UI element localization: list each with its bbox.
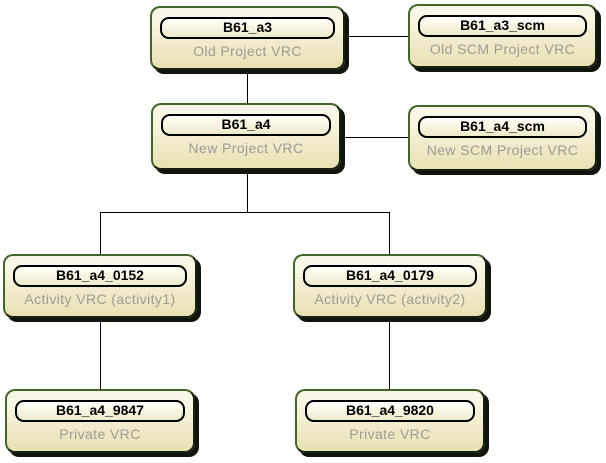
connector-a3-to-a3scm [345, 36, 408, 37]
connector-branch-to-activity2 [389, 212, 390, 256]
node-subtitle: Private VRC [59, 426, 141, 442]
node-title-pill: B61_a4_9847 [15, 400, 185, 422]
node-title: B61_a4_9847 [56, 402, 144, 418]
node-title: B61_a3 [222, 19, 273, 35]
connector-a4-branch-stem [247, 170, 248, 213]
node-title: B61_a4_0179 [346, 267, 434, 283]
node-private-vrc-1: B61_a4_9847 Private VRC [5, 389, 195, 453]
node-old-project-vrc: B61_a3 Old Project VRC [150, 6, 345, 70]
node-subtitle: Private VRC [349, 426, 431, 442]
node-title: B61_a3_scm [460, 17, 545, 33]
node-new-scm-project-vrc: B61_a4_scm New SCM Project VRC [408, 105, 597, 171]
node-title: B61_a4 [221, 116, 271, 132]
node-subtitle: Old Project VRC [193, 43, 302, 59]
connector-a3-to-a4 [247, 70, 248, 104]
connector-activity1-to-private [100, 318, 101, 391]
node-old-scm-project-vrc: B61_a3_scm Old SCM Project VRC [408, 4, 597, 68]
node-subtitle: Old SCM Project VRC [429, 41, 576, 57]
connector-activity2-to-private [389, 318, 390, 391]
node-subtitle: New SCM Project VRC [426, 142, 579, 158]
node-private-vrc-2: B61_a4_9820 Private VRC [295, 389, 485, 453]
connector-branch-bar [100, 212, 390, 213]
node-activity-vrc-2: B61_a4_0179 Activity VRC (activity2) [293, 254, 487, 318]
node-title-pill: B61_a3 [160, 17, 335, 39]
node-title-pill: B61_a4 [161, 114, 331, 136]
connector-a4-to-a4scm [341, 137, 408, 138]
node-title: B61_a4_0152 [56, 267, 144, 283]
node-activity-vrc-1: B61_a4_0152 Activity VRC (activity1) [3, 254, 197, 318]
node-title-pill: B61_a4_0152 [13, 265, 187, 287]
node-subtitle: New Project VRC [188, 140, 304, 156]
node-title-pill: B61_a4_0179 [303, 265, 477, 287]
node-subtitle: Activity VRC (activity1) [24, 291, 176, 307]
node-title: B61_a4_scm [460, 118, 545, 134]
node-title: B61_a4_9820 [346, 402, 434, 418]
connector-branch-to-activity1 [100, 212, 101, 256]
node-subtitle: Activity VRC (activity2) [314, 291, 466, 307]
node-title-pill: B61_a4_scm [418, 116, 587, 138]
node-new-project-vrc: B61_a4 New Project VRC [151, 103, 341, 170]
node-title-pill: B61_a4_9820 [305, 400, 475, 422]
node-title-pill: B61_a3_scm [418, 15, 587, 37]
